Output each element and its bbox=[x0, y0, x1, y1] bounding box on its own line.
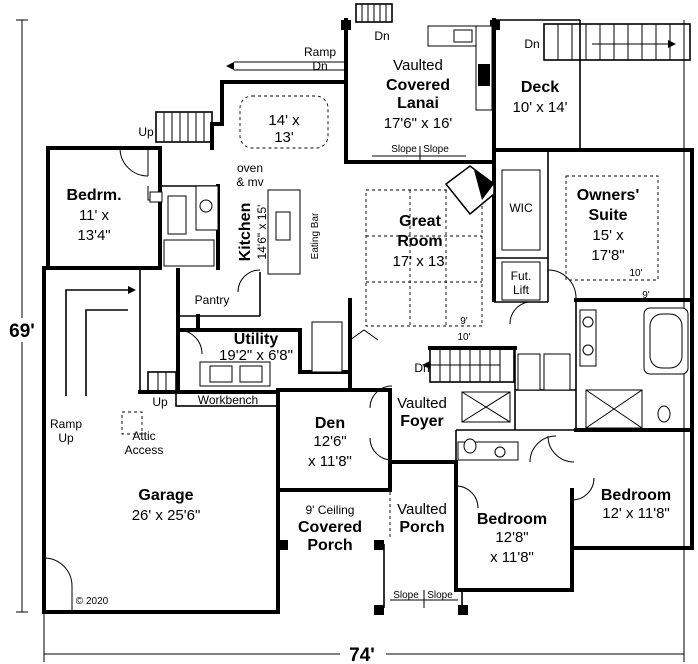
ramp-up-label-1: Ramp bbox=[50, 417, 82, 431]
workbench-label: Workbench bbox=[198, 393, 258, 407]
lanai-label-1: Vaulted bbox=[393, 57, 443, 74]
den-dimension-2: x 11'8" bbox=[308, 453, 352, 470]
slope-porch-left: Slope bbox=[393, 590, 419, 601]
garage-name: Garage bbox=[138, 487, 193, 504]
porch-details bbox=[383, 462, 463, 608]
covered-porch-label-1: 9' Ceiling bbox=[306, 503, 355, 517]
oven-label-2: & mv bbox=[236, 175, 263, 189]
ceiling-9-owners: 9' bbox=[642, 290, 650, 301]
attic-access-label-1: Attic bbox=[132, 429, 155, 443]
dn-top-label: Dn bbox=[374, 29, 389, 43]
great-room-dimension: 17' x 13' bbox=[393, 253, 448, 270]
bedroom-mid-name: Bedroom bbox=[477, 511, 547, 528]
bedrm-dimension-2: 13'4" bbox=[77, 227, 110, 244]
room-labels: Vaulted Covered Lanai 17'6" x 16' Deck 1… bbox=[66, 57, 671, 566]
slope-lanai-right: Slope bbox=[423, 144, 449, 155]
bedrm-name: Bedrm. bbox=[66, 187, 121, 204]
kitchen-details bbox=[119, 95, 329, 275]
great-room-label-1: Great bbox=[399, 213, 441, 230]
owners-dimension-1: 15' x bbox=[592, 227, 624, 244]
utility-dimension: 19'2" x 6'8" bbox=[219, 347, 293, 364]
bedroom-right-name: Bedroom bbox=[601, 487, 671, 504]
up-top-label: Up bbox=[138, 125, 154, 139]
width-dimension: 74' bbox=[349, 645, 375, 664]
garage-dimension: 26' x 25'6" bbox=[132, 507, 201, 524]
wic-label: WIC bbox=[509, 201, 533, 215]
bedroom-mid-dimension-1: 12'8" bbox=[495, 529, 528, 546]
owners-label-1: Owners' bbox=[577, 187, 640, 204]
covered-porch-label-3: Porch bbox=[307, 537, 352, 554]
owners-suite-details bbox=[501, 169, 689, 429]
foyer-label-1: Vaulted bbox=[397, 395, 447, 412]
bedrm-dimension-1: 11' x bbox=[79, 207, 110, 224]
lanai-deck-details bbox=[226, 3, 691, 162]
deck-name: Deck bbox=[521, 79, 559, 96]
covered-porch-label-2: Covered bbox=[298, 519, 362, 536]
great-room-label-2: Room bbox=[397, 233, 442, 250]
foyer-label-2: Foyer bbox=[400, 413, 444, 430]
utility-details bbox=[177, 269, 343, 387]
oven-label-1: oven bbox=[237, 161, 263, 175]
attic-access-label-2: Access bbox=[125, 443, 164, 457]
owners-label-2: Suite bbox=[588, 207, 627, 224]
ramp-dn-label-1: Ramp bbox=[304, 45, 336, 59]
future-lift-label-2: Lift bbox=[513, 283, 530, 297]
garage-details bbox=[43, 286, 280, 612]
den-name: Den bbox=[315, 415, 345, 432]
pantry-label: Pantry bbox=[195, 293, 230, 307]
lanai-label-3: Lanai bbox=[397, 95, 439, 112]
tray-dimension-1: 14' x bbox=[268, 112, 300, 129]
tray-dimension-2: 13' bbox=[274, 129, 294, 146]
dn-deck-label: Dn bbox=[524, 37, 539, 51]
vaulted-porch-label-2: Porch bbox=[399, 519, 444, 536]
owners-dimension-2: 17'8" bbox=[591, 247, 624, 264]
dn-stair-label: Dn bbox=[414, 361, 429, 375]
up-garage-label: Up bbox=[152, 395, 168, 409]
deck-dimension: 10' x 14' bbox=[513, 99, 568, 116]
annotations: Dn Dn Ramp Dn Up oven & mv Eating Bar Sl… bbox=[50, 29, 650, 607]
vaulted-porch-label-1: Vaulted bbox=[397, 501, 447, 518]
ramp-dn-label-2: Dn bbox=[312, 59, 327, 73]
depth-dimension: 69' bbox=[9, 321, 35, 342]
great-room-details bbox=[365, 165, 495, 327]
kitchen-name: Kitchen bbox=[237, 203, 254, 262]
slope-lanai-left: Slope bbox=[391, 144, 417, 155]
deck-stairs bbox=[557, 24, 671, 60]
copyright-label: © 2020 bbox=[76, 596, 109, 607]
bedroom-right-dimension: 12' x 11'8" bbox=[602, 505, 670, 522]
eating-bar-label: Eating Bar bbox=[310, 212, 321, 259]
utility-name: Utility bbox=[234, 331, 279, 348]
bedroom-mid-dimension-2: x 11'8" bbox=[490, 549, 534, 566]
den-dimension-1: 12'6" bbox=[313, 433, 346, 450]
foyer-stairs bbox=[349, 329, 515, 461]
ceiling-10-great: 10' bbox=[457, 332, 470, 343]
ramp-up-label-2: Up bbox=[58, 431, 74, 445]
slope-porch-right: Slope bbox=[427, 590, 453, 601]
future-lift-label-1: Fut. bbox=[511, 269, 532, 283]
kitchen-dimension: 14'6" x 15' bbox=[255, 205, 269, 260]
ceiling-10-owners: 10' bbox=[629, 268, 642, 279]
lanai-dimension: 17'6" x 16' bbox=[384, 115, 453, 132]
lanai-label-2: Covered bbox=[386, 77, 450, 94]
bath-details bbox=[455, 353, 595, 509]
ceiling-9-great: 9' bbox=[460, 316, 468, 327]
